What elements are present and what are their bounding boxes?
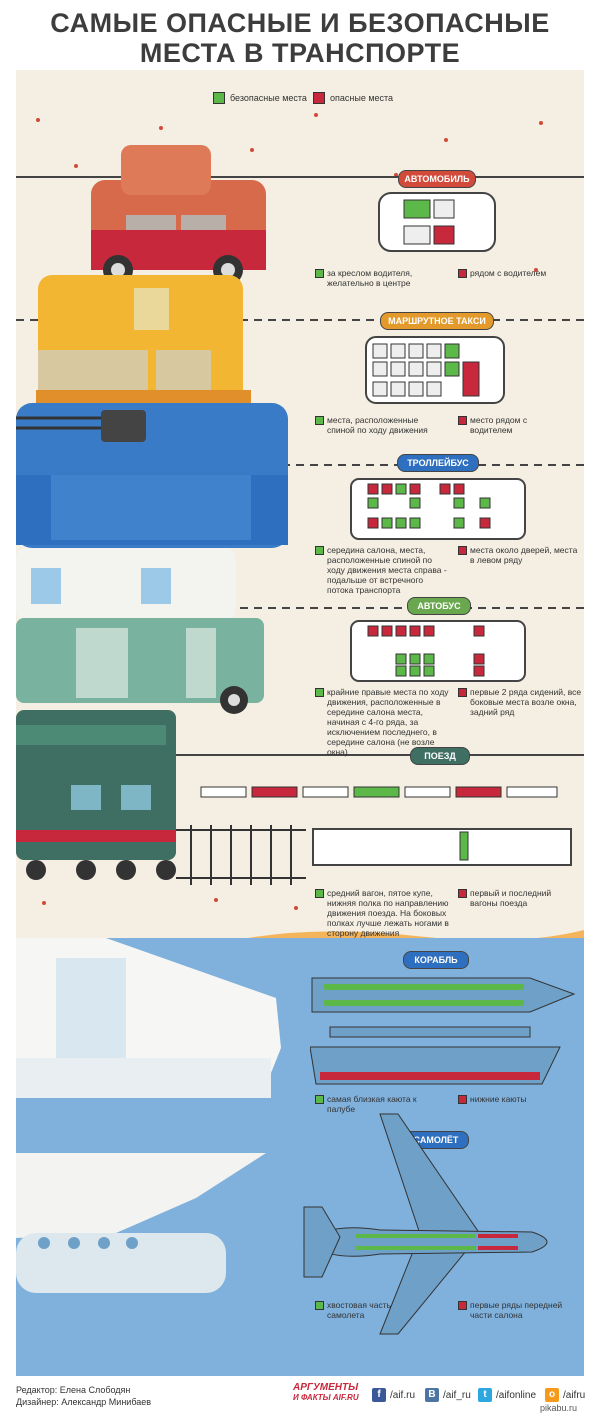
plane-diagram bbox=[303, 1113, 548, 1335]
designer-credit: Дизайнер: Александр Минибаев bbox=[16, 1397, 152, 1407]
car-illustration bbox=[91, 145, 266, 285]
ship-safe-note: самая близкая каюта к палубе bbox=[315, 1094, 425, 1114]
odnoklassniki-icon: o bbox=[545, 1388, 559, 1402]
legend-safe-label: безопасные места bbox=[230, 93, 307, 103]
sea-panel bbox=[16, 938, 584, 1376]
twitter-link[interactable]: t /aifonline bbox=[478, 1388, 536, 1402]
taxi-section-label: МАРШРУТНОЕ ТАКСИ bbox=[380, 312, 494, 330]
vk-icon: B bbox=[425, 1388, 439, 1402]
plane-section-label: САМОЛЁТ bbox=[403, 1131, 469, 1149]
danger-dot bbox=[458, 269, 467, 278]
bus-section-label: АВТОБУС bbox=[407, 597, 471, 615]
minibus-illustration bbox=[36, 275, 251, 408]
trolley-section-label: ТРОЛЛЕЙБУС bbox=[397, 454, 479, 472]
safe-dot bbox=[315, 1095, 324, 1104]
plane-danger-note: первые ряды передней части салона bbox=[458, 1300, 573, 1320]
train-safe-note: средний вагон, пятое купе, нижняя полка … bbox=[315, 888, 453, 938]
danger-dot bbox=[458, 688, 467, 697]
taxi-seat-diagram bbox=[365, 336, 505, 404]
aif-logo-top: АРГУМЕНТЫ bbox=[293, 1382, 359, 1393]
danger-dot bbox=[458, 416, 467, 425]
vk-link[interactable]: B /aif_ru bbox=[425, 1388, 471, 1402]
train-compartment-diagram bbox=[312, 828, 572, 866]
bus-safe-note: крайние правые места по ходу движения, р… bbox=[315, 687, 453, 757]
land-illustration bbox=[16, 113, 584, 945]
title-line-2: МЕСТА В ТРАНСПОРТЕ bbox=[139, 38, 461, 68]
safe-swatch bbox=[213, 92, 225, 104]
train-cars-diagram bbox=[200, 786, 558, 798]
trolley-seat-diagram bbox=[350, 478, 526, 540]
odnoklassniki-link[interactable]: o /aifru bbox=[545, 1388, 585, 1402]
title-line-1: САМЫЕ ОПАСНЫЕ И БЕЗОПАСНЫЕ bbox=[50, 8, 550, 38]
ship-section-label: КОРАБЛЬ bbox=[403, 951, 469, 969]
taxi-danger-note: место рядом с водителем bbox=[458, 415, 568, 435]
editor-credit: Редактор: Елена Слободян bbox=[16, 1385, 131, 1395]
bus-seat-diagram bbox=[350, 620, 526, 682]
facebook-icon: f bbox=[372, 1388, 386, 1402]
car-seat-diagram bbox=[378, 192, 496, 252]
page-title: САМЫЕ ОПАСНЫЕ И БЕЗОПАСНЫЕ МЕСТА В ТРАНС… bbox=[0, 8, 600, 68]
safe-dot bbox=[315, 1301, 324, 1310]
plane-safe-note: хвостовая часть самолета bbox=[315, 1300, 415, 1320]
safe-dot bbox=[315, 269, 324, 278]
car-section-label: АВТОМОБИЛЬ bbox=[398, 170, 476, 188]
legend-danger-label: опасные места bbox=[330, 93, 394, 103]
safe-dot bbox=[315, 889, 324, 898]
danger-dot bbox=[458, 1301, 467, 1310]
taxi-safe-note: места, расположенные спиной по ходу движ… bbox=[315, 415, 445, 435]
ship-diagram bbox=[310, 977, 576, 1085]
safe-dot bbox=[315, 416, 324, 425]
car-safe-note: за креслом водителя, желательно в центре bbox=[315, 268, 445, 288]
trolley-safe-note: середина салона, места, расположенные сп… bbox=[315, 545, 450, 595]
danger-dot bbox=[458, 546, 467, 555]
twitter-icon: t bbox=[478, 1388, 492, 1402]
danger-dot bbox=[458, 889, 467, 898]
trolley-danger-note: места около дверей, места в левом ряду bbox=[458, 545, 583, 565]
train-illustration bbox=[16, 710, 176, 880]
bus-danger-note: первые 2 ряда сидений, все боковые места… bbox=[458, 687, 583, 717]
legend-danger: опасные места bbox=[313, 92, 393, 104]
credits: Редактор: Елена Слободян Дизайнер: Алекс… bbox=[16, 1384, 151, 1408]
bus-illustration bbox=[16, 548, 264, 714]
safe-dot bbox=[315, 688, 324, 697]
facebook-link[interactable]: f /aif.ru bbox=[372, 1388, 415, 1402]
train-section-label: ПОЕЗД bbox=[410, 747, 470, 765]
aif-logo: АРГУМЕНТЫ И ФАКТЫ AIF.RU bbox=[293, 1383, 359, 1403]
legend-safe: безопасные места bbox=[213, 92, 307, 104]
car-danger-note: рядом с водителем bbox=[458, 268, 583, 278]
train-danger-note: первый и последний вагоны поезда bbox=[458, 888, 568, 908]
aif-logo-bottom: И ФАКТЫ AIF.RU bbox=[293, 1393, 359, 1402]
safe-dot bbox=[315, 546, 324, 555]
ship-danger-note: нижние каюты bbox=[458, 1094, 568, 1104]
watermark: pikabu.ru bbox=[540, 1403, 578, 1413]
trolleybus-illustration bbox=[16, 403, 288, 548]
danger-dot bbox=[458, 1095, 467, 1104]
danger-swatch bbox=[313, 92, 325, 104]
sea-illustration bbox=[16, 938, 281, 1293]
rails bbox=[176, 825, 306, 885]
